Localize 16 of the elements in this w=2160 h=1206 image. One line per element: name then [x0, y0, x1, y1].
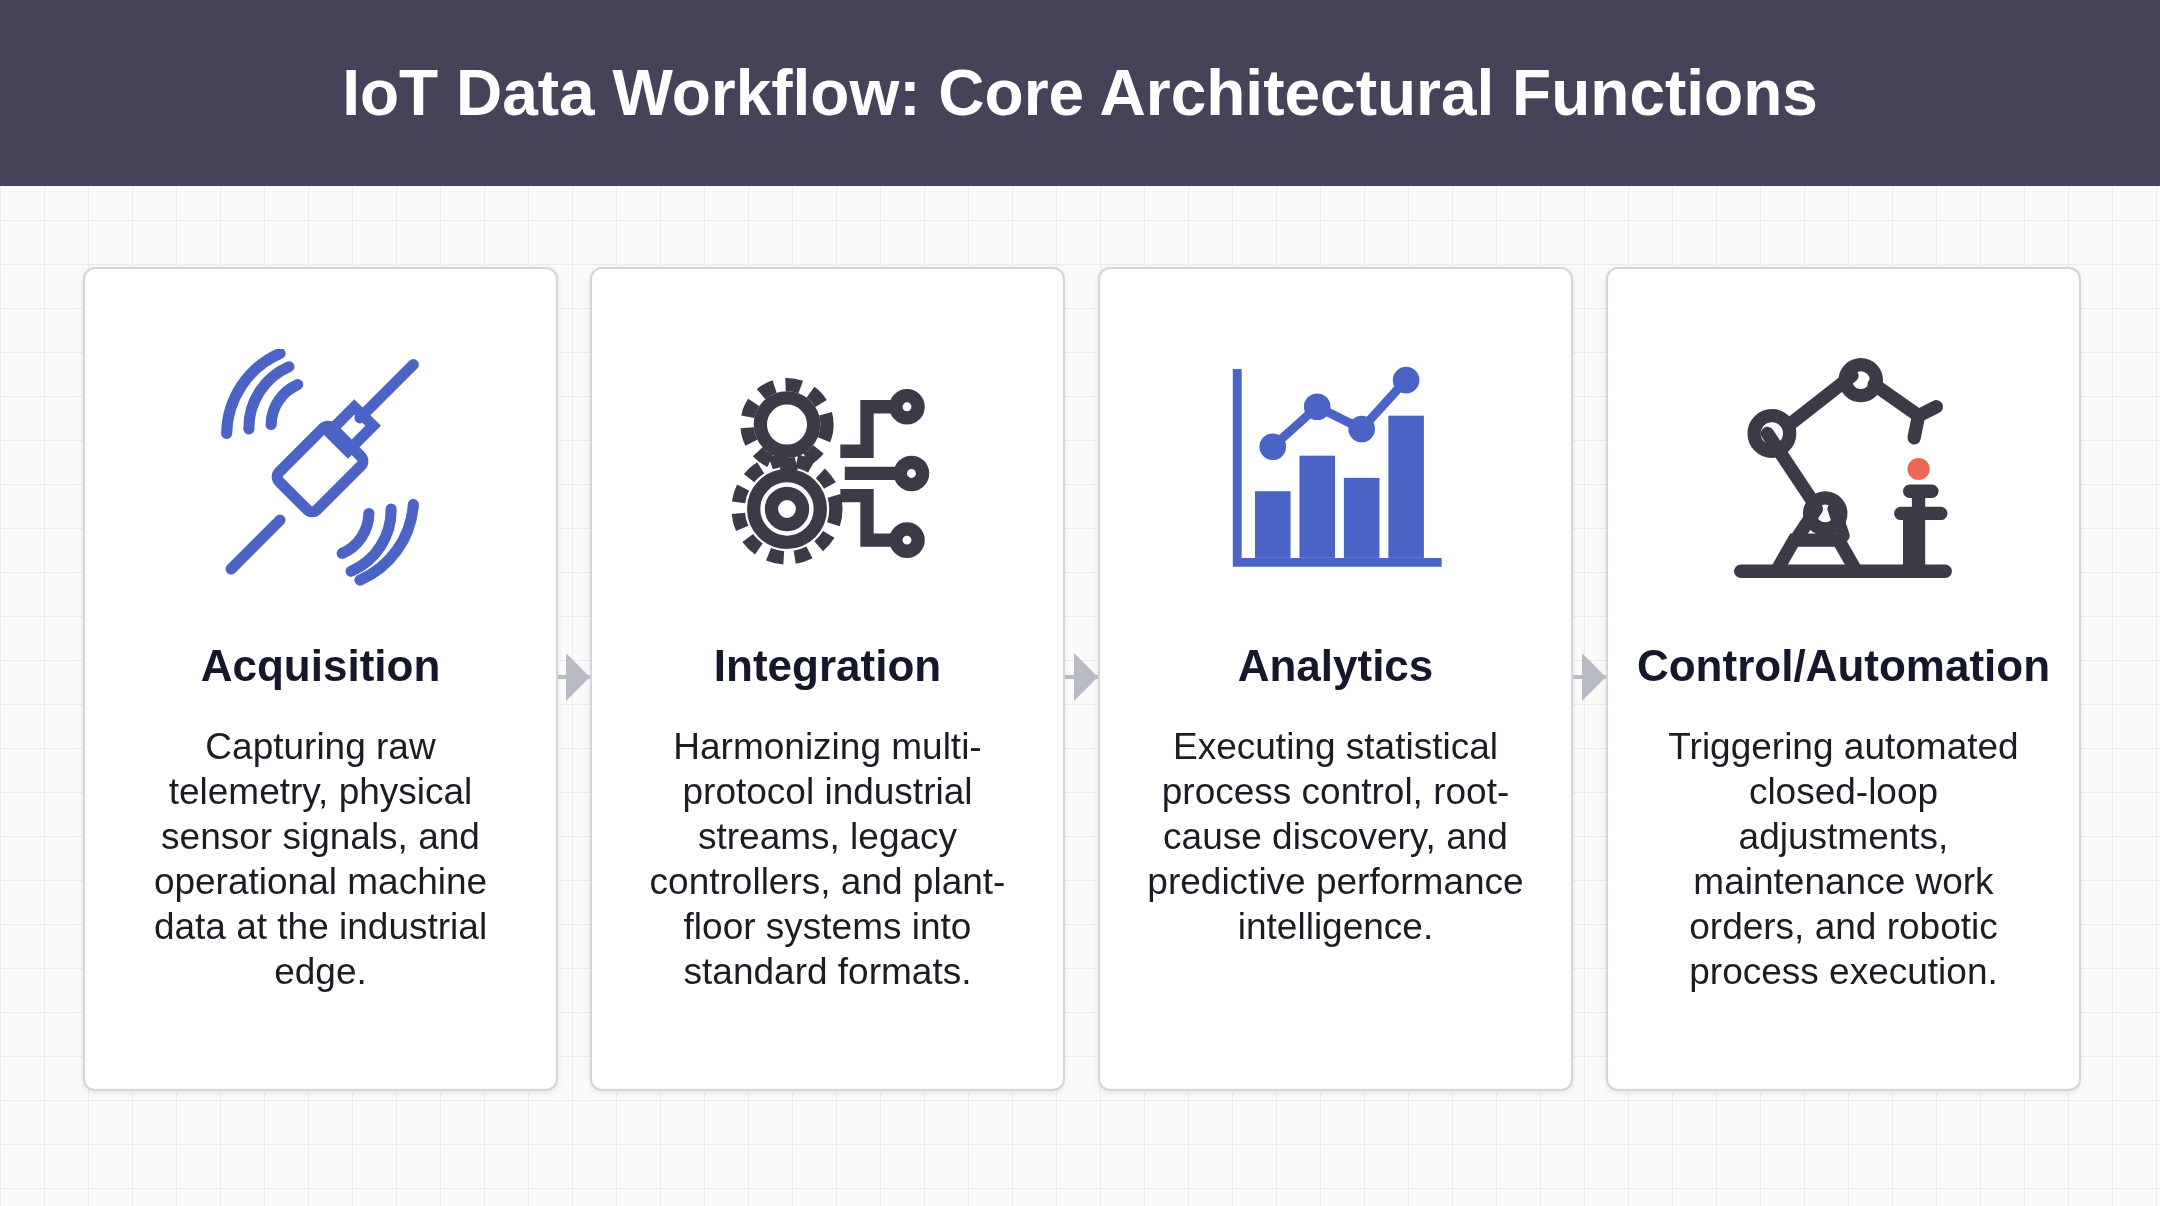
card-title: Integration [712, 641, 943, 691]
card-description: Capturing raw telemetry, physical sensor signals, and operational machine data at the industrial edge. [152, 725, 489, 994]
card-description: Executing statistical process control, root-cause discovery, and predictive performance intelligence. [1146, 725, 1525, 949]
chevron-arrow [1573, 653, 1606, 701]
card-description: Harmonizing multi-protocol industrial streams, legacy controllers, and plant-floor systems into standard formats. [648, 725, 1007, 994]
chevron-arrow [1065, 653, 1098, 701]
card-title: Analytics [1236, 641, 1435, 691]
card-description: Triggering automated closed-loop adjustments, maintenance work orders, and robotic process execution. [1667, 725, 2020, 994]
step-card [590, 267, 1065, 1091]
card-title: Acquisition [199, 641, 442, 691]
step-card [1606, 267, 2081, 1091]
chevron-arrow [558, 653, 590, 701]
step-card [1098, 267, 1573, 1091]
title: IoT Data Workflow: Core Architectural Functions [341, 56, 1819, 131]
step-card [83, 267, 558, 1091]
card-title: Control/Automation [1635, 641, 2051, 691]
